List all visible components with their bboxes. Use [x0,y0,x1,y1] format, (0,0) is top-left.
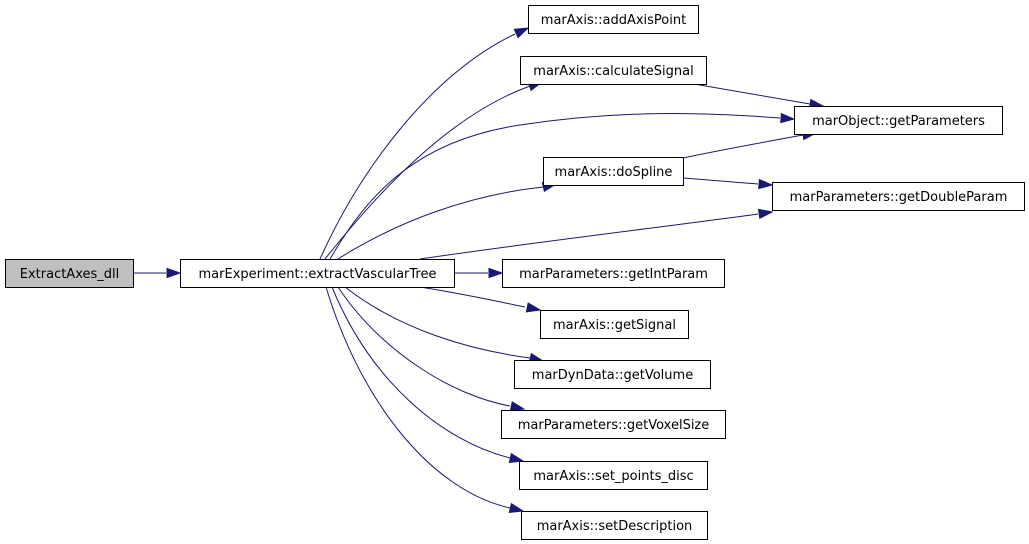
node-label: marAxis::doSpline [555,165,673,180]
edge-evt-to-gv [344,286,545,364]
node-box [521,511,708,540]
arrowhead [509,401,526,412]
node-gip[interactable]: marParameters::getIntParam [502,259,725,288]
node-box [501,410,726,439]
edge-cs-to-gp [693,83,825,110]
node-label: marObject::getParameters [812,114,985,129]
edge-line [331,286,511,459]
arrowhead [488,267,504,279]
node-root: ExtractAxes_dll [5,259,134,288]
edge-evt-to-sd [325,286,525,514]
edge-evt-to-gip [454,267,504,279]
arrowhead [780,112,796,124]
node-label: marAxis::calculateSignal [533,64,693,79]
edge-line [337,186,544,260]
node-spd[interactable]: marAxis::set_points_disc [519,461,708,490]
node-gvs[interactable]: marParameters::getVoxelSize [501,410,726,439]
node-gs[interactable]: marAxis::getSignal [540,310,689,339]
node-box [540,310,689,339]
edge-evt-to-spd [331,286,525,464]
edge-evt-to-gp [329,112,796,260]
node-label: marAxis::setDescription [537,519,693,534]
node-label: marAxis::set_points_disc [533,469,693,484]
node-label: marParameters::getIntParam [519,267,708,282]
edge-evt-to-cs [324,81,544,260]
node-label: ExtractAxes_dll [20,267,120,282]
arrowhead [525,302,542,313]
node-sd[interactable]: marAxis::setDescription [521,511,708,540]
arrowhead [508,452,525,464]
edge-root-to-evt [133,267,182,279]
edge-evt-to-gdp [419,208,774,260]
node-aap[interactable]: marAxis::addAxisPoint [528,5,699,34]
node-box [5,259,134,288]
node-label: marDynData::getVolume [532,368,693,383]
node-box [794,106,1003,135]
edge-line [324,85,531,260]
nodes-layer: ExtractAxes_dll marExperiment::extractVas… [5,5,1025,540]
node-evt[interactable]: marExperiment::extractVascularTree [180,259,455,288]
edge-evt-to-gs [419,286,542,313]
node-label: marAxis::getSignal [553,318,676,333]
edge-line [682,177,759,185]
arrowhead [757,208,774,220]
node-label: marParameters::getDoubleParam [790,190,1008,205]
edge-line [419,286,526,308]
node-cs[interactable]: marAxis::calculateSignal [520,56,707,85]
node-box [514,360,711,389]
arrowhead [513,27,530,39]
node-gv[interactable]: marDynData::getVolume [514,360,711,389]
edge-evt-to-ds [337,181,558,260]
edge-line [329,113,781,260]
arrowhead [508,502,525,514]
node-box [772,182,1025,211]
node-box [519,461,708,490]
edge-ds-to-gdp [682,177,774,190]
node-gdp[interactable]: marParameters::getDoubleParam [772,182,1025,211]
arrowhead [758,178,774,190]
edge-evt-to-aap [319,27,530,260]
edges-layer [133,27,825,514]
node-ds[interactable]: marAxis::doSpline [543,157,684,186]
edge-line [344,286,531,359]
edge-line [682,134,804,159]
edge-line [693,83,811,105]
node-label: marAxis::addAxisPoint [541,13,686,28]
edge-line [337,286,511,407]
edge-evt-to-gvs [337,286,526,412]
node-gp[interactable]: marObject::getParameters [794,106,1003,135]
node-box [180,259,455,288]
node-box [543,157,684,186]
edge-line [419,213,759,260]
node-box [528,5,699,34]
node-label: marParameters::getVoxelSize [518,418,710,433]
arrowhead [166,267,182,279]
edge-line [325,286,511,509]
node-box [502,259,725,288]
edge-line [319,33,516,260]
node-box [520,56,707,85]
node-label: marExperiment::extractVascularTree [199,267,437,282]
